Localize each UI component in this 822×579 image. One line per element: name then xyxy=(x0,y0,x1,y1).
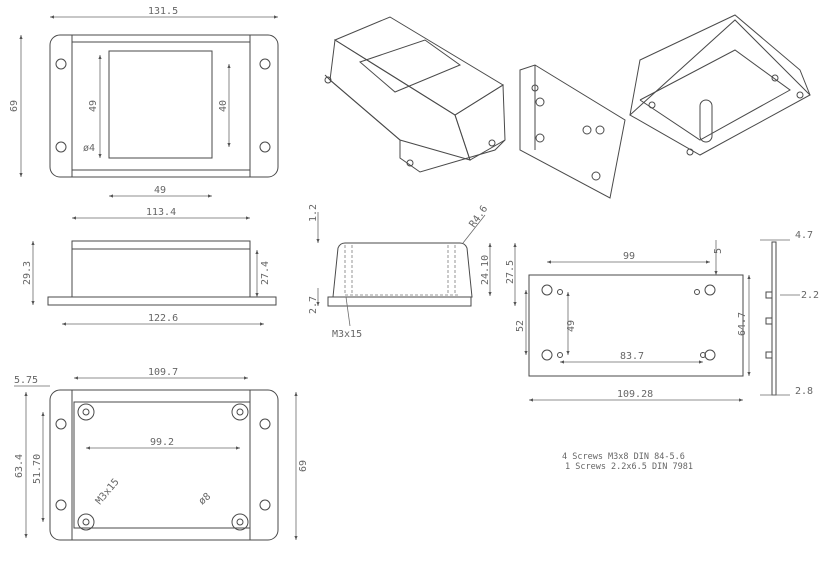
dim-length: 122.6 xyxy=(148,313,178,324)
dim-bottom-boss-dia: ø8 xyxy=(197,491,213,507)
note-screws-2: 1 Screws 2.2x6.5 DIN 7981 xyxy=(565,462,693,472)
dim-wall-top: 1.2 xyxy=(308,204,319,222)
iso-view-base xyxy=(629,14,811,156)
dim-radius: R4.6 xyxy=(467,204,490,230)
dim-window-height: 49 xyxy=(88,100,99,112)
dim-height-total: 29.3 xyxy=(22,261,33,285)
dim-plate-standoff: 2.2 xyxy=(801,290,819,301)
dim-height-overall: 69 xyxy=(9,100,20,112)
dim-plate-inner-pitch-h: 83.7 xyxy=(620,351,644,362)
dim-inner-height: 24.10 xyxy=(480,255,491,285)
dim-bottom-boss-pitch-v: 51.70 xyxy=(32,454,43,484)
dim-width-overall: 131.5 xyxy=(148,6,178,17)
dim-bottom-screw: M3x15 xyxy=(94,477,122,507)
note-screws-1: 4 Screws M3x8 DIN 84-5.6 xyxy=(562,452,685,462)
dim-height-body: 27.4 xyxy=(260,261,271,285)
dim-window-width: 49 xyxy=(154,185,166,196)
dim-bottom-inner-length: 109.7 xyxy=(148,367,178,378)
side-view: 29.3 27.4 122.6 xyxy=(22,240,277,326)
top-view: 131.5 69 49 40 ø4 49 113.4 xyxy=(9,6,279,220)
dim-outer-height: 27.5 xyxy=(505,260,516,284)
dim-plate-hole-pitch-h: 99 xyxy=(623,251,635,262)
dim-plate-hole-pitch-v: 52 xyxy=(515,320,526,332)
plate-side-view: 4.7 2.2 2.8 xyxy=(760,230,819,397)
notes: 4 Screws M3x8 DIN 84-5.6 1 Screws 2.2x6.… xyxy=(562,452,693,472)
dim-bottom-height-outer: 63.4 xyxy=(14,454,25,478)
dim-screw: M3x15 xyxy=(332,329,362,340)
dim-plate-inner-pitch-v: 49 xyxy=(566,320,577,332)
dim-body-width: 113.4 xyxy=(146,207,176,218)
dim-bottom-height: 69 xyxy=(298,460,309,472)
dim-plate-length: 109.28 xyxy=(617,389,653,400)
dim-hole-pitch: 40 xyxy=(218,100,229,112)
iso-view-plate xyxy=(519,64,626,199)
dim-bottom-offset: 5.75 xyxy=(14,375,38,386)
plate-view: 99 5 52 49 64.7 83.7 109.28 xyxy=(515,240,751,402)
dim-plate-thickness-bottom: 2.8 xyxy=(795,386,813,397)
dim-plate-thickness-top: 4.7 xyxy=(795,230,813,241)
dim-flange: 2.7 xyxy=(308,296,319,314)
dim-plate-width: 64.7 xyxy=(737,312,748,336)
bottom-view: 5.75 109.7 99.2 63.4 51.70 69 M3x15 ø8 xyxy=(14,367,309,541)
section-view: 1.2 R4.6 24.10 27.5 2.7 M3x15 xyxy=(308,204,517,340)
dim-plate-edge: 5 xyxy=(713,248,724,254)
dim-hole-dia: ø4 xyxy=(83,143,95,154)
dim-bottom-boss-pitch-h: 99.2 xyxy=(150,437,174,448)
iso-view-enclosure xyxy=(324,16,506,173)
